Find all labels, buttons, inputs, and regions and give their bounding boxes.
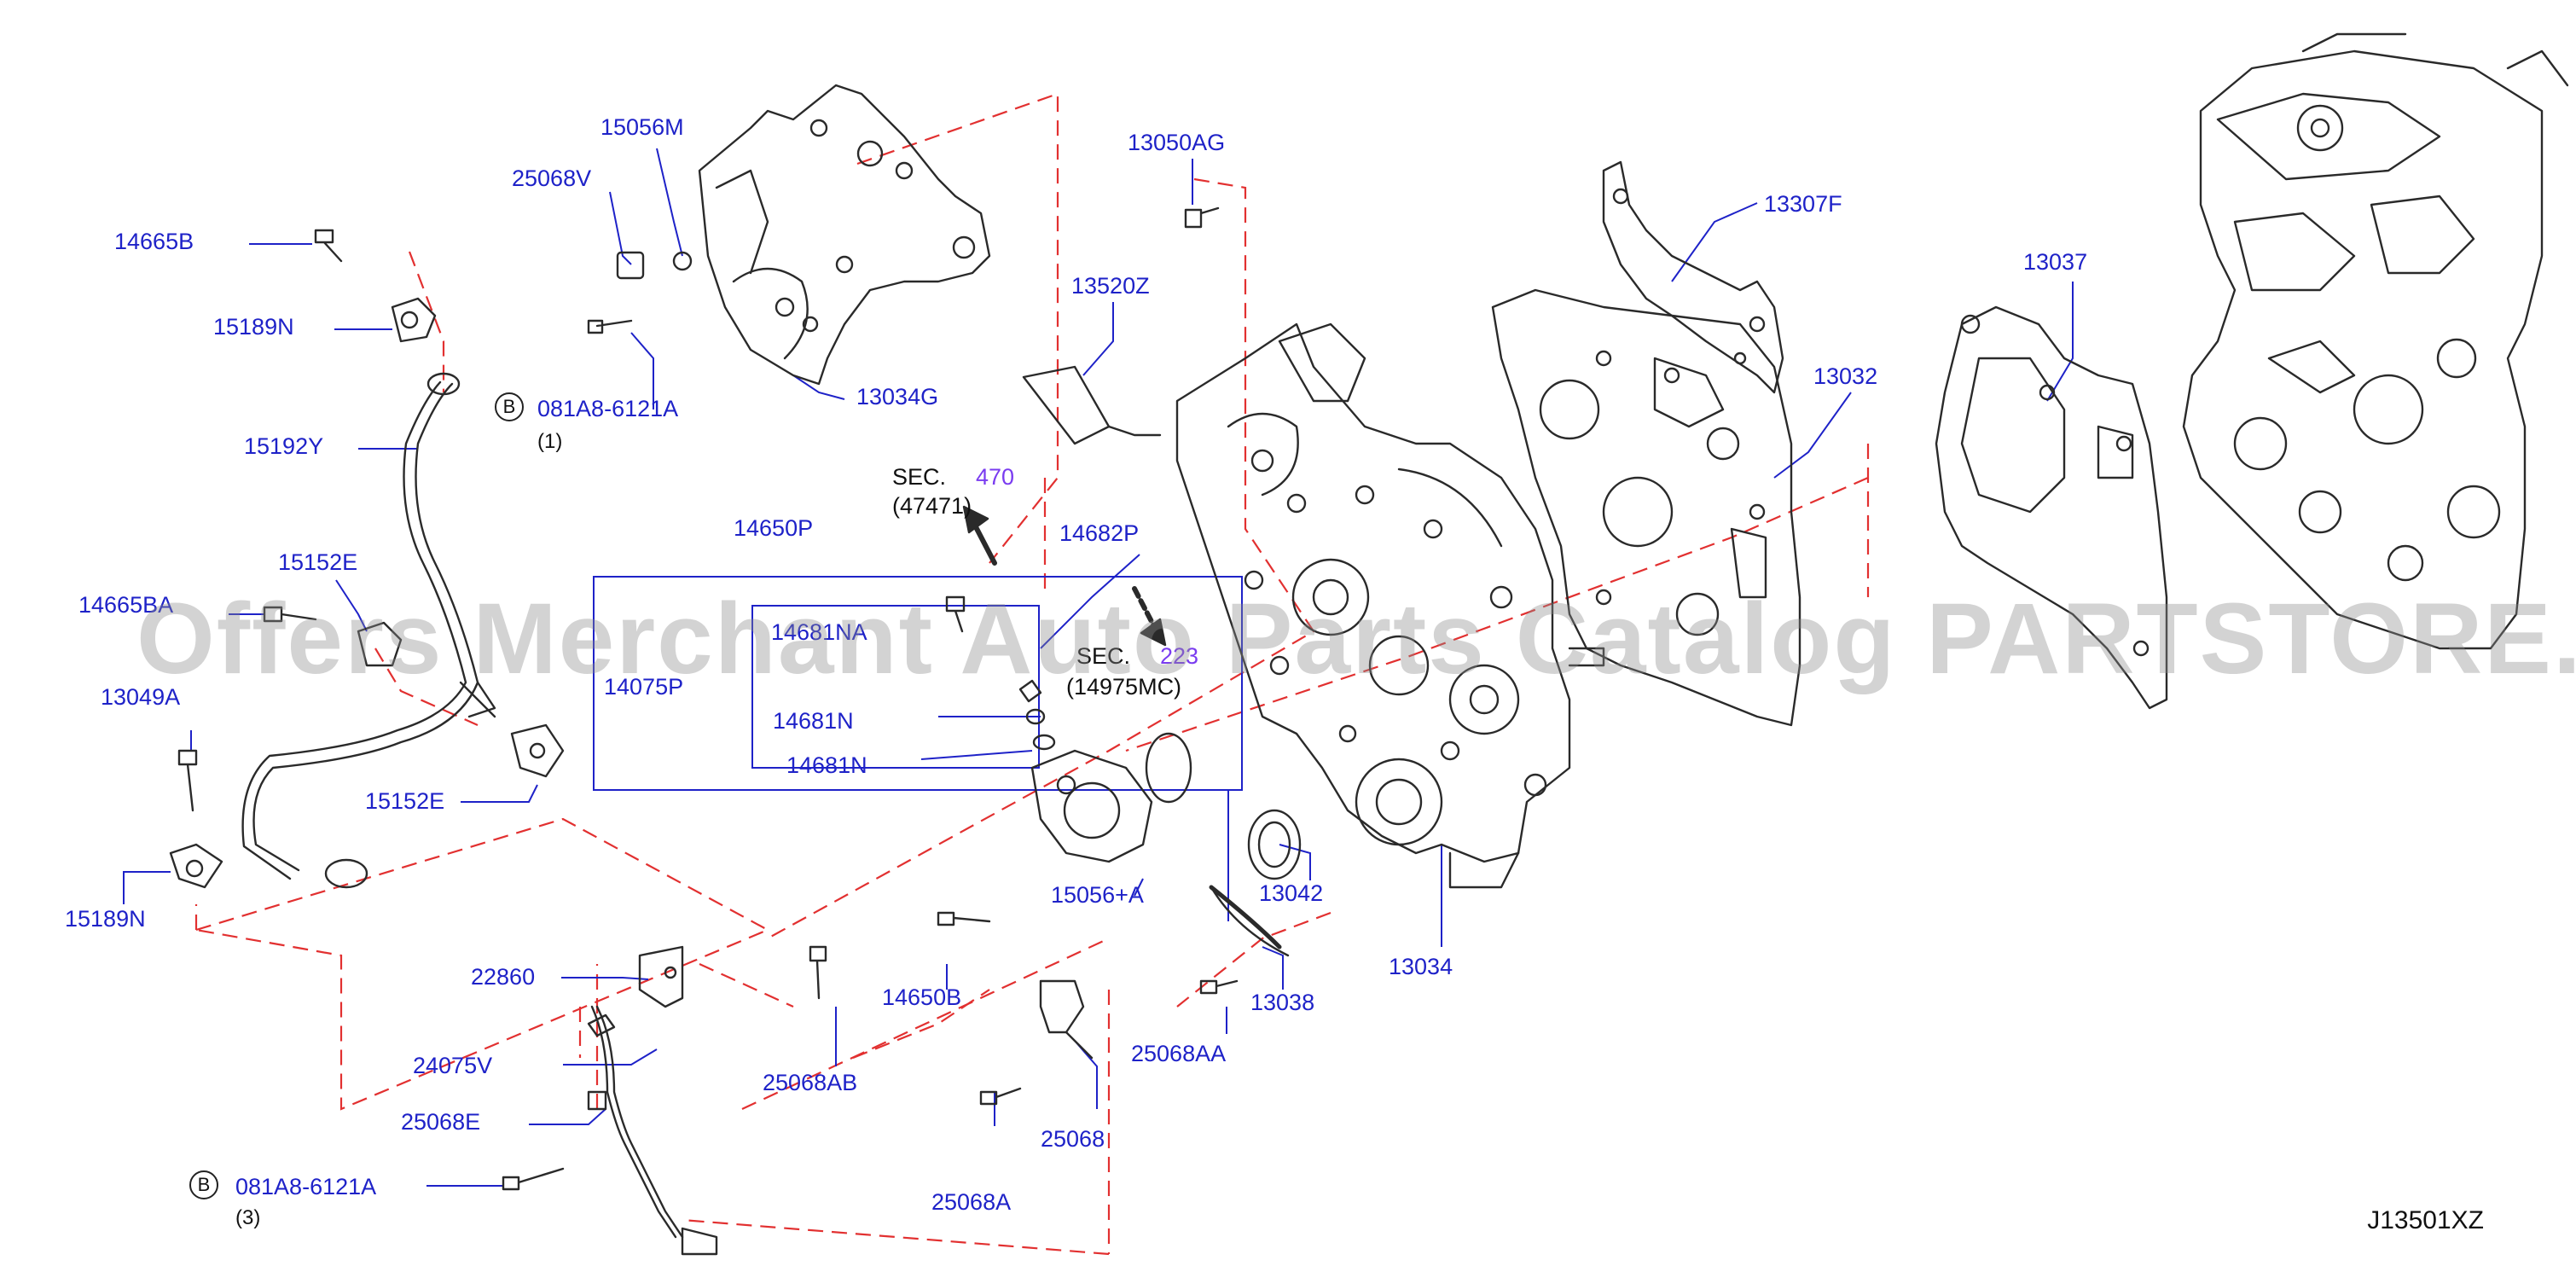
label-15056a[interactable]: 15056+A	[1051, 882, 1144, 908]
label-15152e-bot[interactable]: 15152E	[365, 788, 445, 814]
label-25068aa[interactable]: 25068AA	[1131, 1041, 1227, 1066]
gasket-13032	[1491, 288, 1801, 727]
sec-223-ref: (14975MC)	[1066, 674, 1182, 700]
ref-b-badge-top: B	[495, 392, 524, 421]
label-15056m[interactable]: 15056M	[600, 114, 684, 140]
sec-470-label: SEC.	[892, 464, 947, 490]
label-13034g[interactable]: 13034G	[856, 384, 939, 409]
label-14665ba[interactable]: 14665BA	[78, 592, 174, 618]
label-25068e[interactable]: 25068E	[401, 1109, 481, 1135]
label-14682p[interactable]: 14682P	[1059, 520, 1140, 546]
watermark-text: Offers Merchant Auto Parts Catalog PARTS…	[136, 583, 2576, 695]
label-13307f[interactable]: 13307F	[1764, 191, 1842, 217]
label-24075v[interactable]: 24075V	[413, 1053, 493, 1078]
label-14681na[interactable]: 14681NA	[771, 619, 867, 645]
line-art	[169, 32, 2569, 1256]
diagram-code: J13501XZ	[2367, 1206, 2484, 1234]
label-081a8-top[interactable]: 081A8-6121A	[537, 396, 679, 421]
sec-470-link[interactable]: 470	[976, 464, 1015, 490]
label-25068[interactable]: 25068	[1041, 1126, 1105, 1152]
label-15192y[interactable]: 15192Y	[244, 433, 324, 459]
label-25068v[interactable]: 25068V	[512, 166, 592, 191]
label-15189n-top[interactable]: 15189N	[213, 314, 294, 340]
label-13034[interactable]: 13034	[1389, 954, 1453, 979]
label-22860[interactable]: 22860	[471, 964, 536, 990]
qty-081a8-top: (1)	[537, 430, 563, 453]
label-14681n-b[interactable]: 14681N	[786, 752, 867, 778]
label-13520z[interactable]: 13520Z	[1071, 273, 1150, 299]
label-081a8-bot[interactable]: 081A8-6121A	[235, 1174, 377, 1199]
timing-cover-13034	[1175, 322, 1605, 889]
label-25068a[interactable]: 25068A	[931, 1189, 1012, 1215]
gasket-13037	[1935, 305, 2168, 710]
label-14681n-a[interactable]: 14681N	[773, 708, 854, 734]
label-15152e-top[interactable]: 15152E	[278, 549, 358, 575]
vacuum-pump	[945, 595, 1302, 880]
sec-223-label: SEC.	[1076, 643, 1131, 669]
label-13032[interactable]: 13032	[1813, 363, 1878, 389]
sec-223-link[interactable]: 223	[1160, 643, 1199, 669]
label-15189n-bot[interactable]: 15189N	[65, 906, 146, 932]
label-13049a[interactable]: 13049A	[101, 684, 181, 710]
label-25068ab[interactable]: 25068AB	[763, 1070, 858, 1095]
ref-b-badge-bot: B	[189, 1170, 218, 1199]
label-13037[interactable]: 13037	[2023, 249, 2088, 275]
engine-block	[2182, 32, 2569, 650]
label-13042[interactable]: 13042	[1259, 880, 1324, 906]
label-14075p[interactable]: 14075P	[604, 674, 684, 700]
center-lines	[194, 92, 1870, 1256]
bracket-13034g	[698, 84, 991, 386]
label-14650p[interactable]: 14650P	[734, 515, 814, 541]
label-14650b[interactable]: 14650B	[882, 984, 962, 1010]
gasket-13307f	[1602, 160, 1784, 394]
label-13038[interactable]: 13038	[1250, 990, 1315, 1015]
label-13050ag[interactable]: 13050AG	[1128, 130, 1226, 155]
sec-470-ref: (47471)	[892, 493, 972, 519]
label-14665b[interactable]: 14665B	[114, 229, 194, 254]
qty-081a8-bot: (3)	[235, 1206, 261, 1229]
